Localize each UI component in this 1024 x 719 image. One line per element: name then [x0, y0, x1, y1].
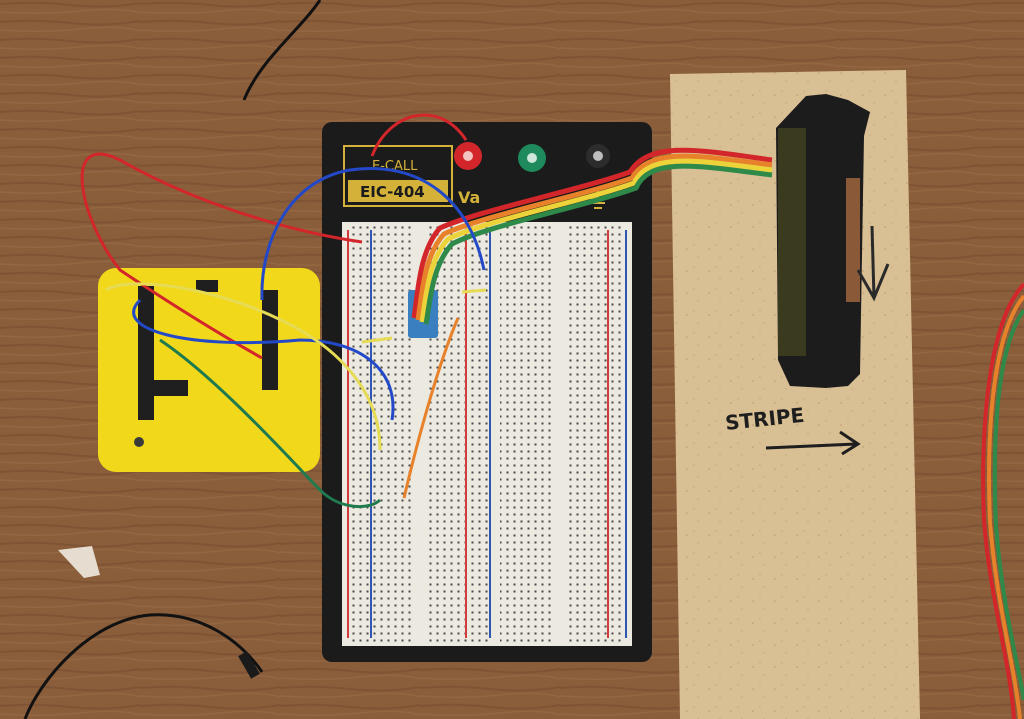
green-wire	[159, 338, 382, 509]
green-post-center	[527, 153, 537, 163]
ribbon-cable-green	[423, 163, 773, 325]
breadboard-strip-4	[566, 226, 624, 642]
case-slot-right	[262, 290, 278, 390]
voltage-label: Va	[458, 188, 480, 207]
right-ribbon-cable-orange	[987, 294, 1024, 719]
breadboard-strip-3	[500, 226, 552, 642]
yellow-jumper-right	[461, 288, 487, 294]
orange-wire	[402, 317, 460, 499]
black-wire-plug	[238, 651, 260, 679]
yellow-jumper-short	[361, 336, 393, 344]
right-ribbon-cable-red	[981, 282, 1024, 719]
yellow-wire	[105, 282, 382, 451]
black-wire-bottom	[23, 613, 264, 719]
blue-wire	[260, 167, 486, 301]
red-wire-post	[370, 113, 468, 157]
breadboard-model-plate	[348, 180, 448, 202]
red-wire	[80, 152, 363, 360]
case-slot-notch	[154, 380, 188, 396]
black-post-center	[593, 151, 603, 161]
down-arrow-icon	[856, 225, 890, 302]
red-post-center	[463, 151, 473, 161]
ribbon-cable-red	[411, 147, 773, 319]
case-slot-left	[138, 286, 154, 420]
yellow-case	[98, 268, 320, 472]
blue-wire-2	[132, 298, 395, 421]
right-arrow-icon	[765, 430, 861, 456]
case-screw-hole	[134, 437, 144, 447]
card-reader-pcb	[778, 128, 806, 356]
card-reader-rail	[846, 178, 860, 302]
right-ribbon-cable-green	[992, 308, 1024, 701]
ribbon-cable-yellow	[419, 158, 773, 323]
ribbon-cable-orange	[415, 153, 773, 321]
black-wire-top	[242, 0, 322, 101]
breadboard-strip-2	[426, 226, 488, 642]
paper-scrap	[58, 546, 100, 578]
breadboard-logo-box	[343, 145, 453, 207]
breadboard-model: EIC-404	[360, 183, 425, 201]
case-slot-top	[196, 280, 218, 292]
breadboard-strip-1	[352, 226, 414, 642]
